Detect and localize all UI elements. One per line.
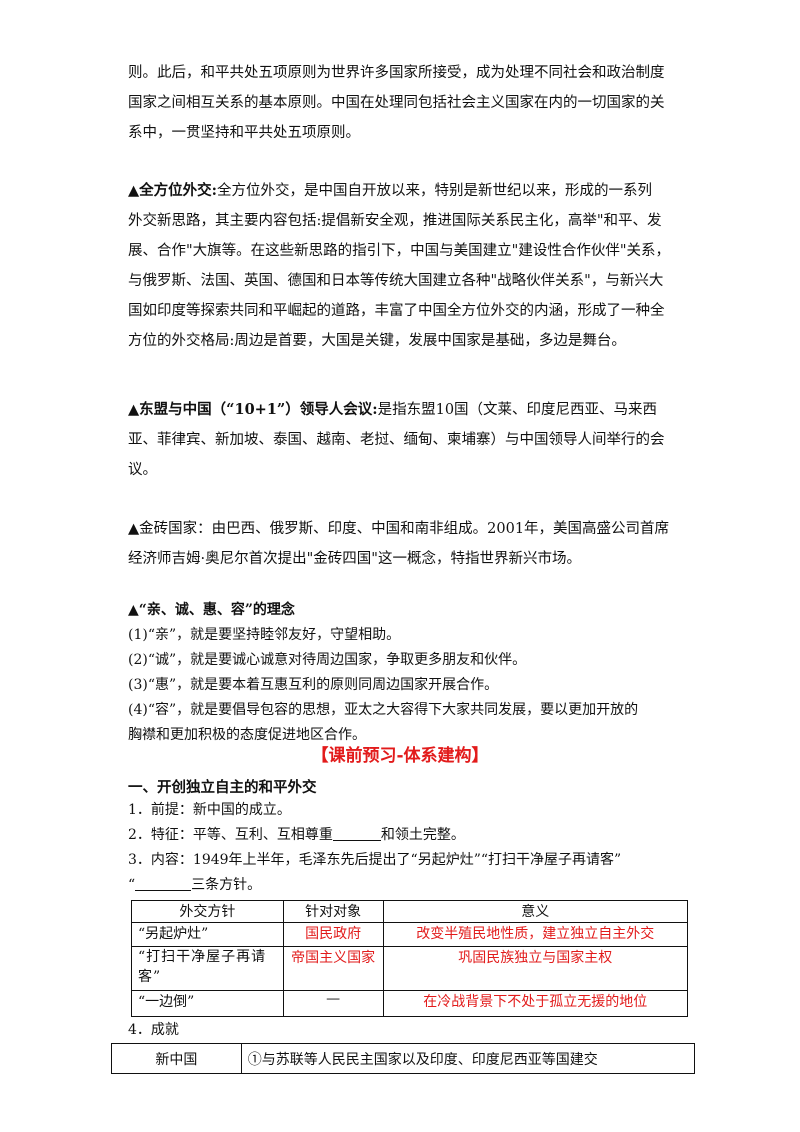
paragraph-five-principles: 则。此后，和平共处五项原则为世界许多国家所接受，成为处理不同社会和政治制度 国家…	[128, 58, 688, 148]
text-line: 国家之间相互关系的基本原则。中国在处理同包括社会主义国家在内的一切国家的关	[128, 95, 665, 111]
paragraph-asean-china: ▲东盟与中国（“10+1”）领导人会议:是指东盟10国（文莱、印度尼西亚、马来西…	[128, 395, 688, 485]
text-line: 方位的外交格局:周边是首要，大国是关键，发展中国家是基础，多边是舞台。	[128, 333, 626, 349]
list-item: 4．成就	[128, 1022, 179, 1038]
fill-in-blank[interactable]	[332, 826, 381, 841]
paragraph-omnidirectional-diplomacy: ▲全方位外交:全方位外交，是中国自开放以来，特别是新世纪以来，形成的一系列 外交…	[128, 176, 688, 356]
list-item: (1)“亲”，就是要坚持睦邻友好，守望相助。	[128, 627, 401, 643]
table-cell-answer: 改变半殖民地性质，建立独立自主外交	[382, 922, 689, 947]
fill-in-blank[interactable]	[135, 876, 192, 891]
table-row: “另起炉灶” 国民政府 改变半殖民地性质，建立独立自主外交	[131, 922, 689, 947]
table-cell: “打扫干净屋子再请客”	[131, 946, 284, 991]
text-line: 是指东盟10国（文莱、印度尼西亚、马来西	[377, 402, 658, 418]
table-cell: —	[282, 990, 384, 1017]
table-cell-answer: 在冷战背景下不处于孤立无援的地位	[382, 990, 689, 1017]
list-item-tail: 和领土完整。	[380, 827, 465, 843]
table-header-row: 外交方针 针对对象 意义	[131, 900, 689, 923]
text-line: 国如印度等探索共同和平崛起的道路，丰富了中国全方位外交的内涵，形成了一种全	[128, 303, 665, 319]
term-heading: ▲全方位外交:	[128, 182, 218, 199]
section1-items: 1．前提：新中国的成立。 2．特征：平等、互利、互相尊重 和领土完整。 3．内容：…	[128, 798, 688, 898]
section-title: 【课前预习-体系建构】	[311, 746, 489, 766]
text-line: ▲金砖国家：由巴西、俄罗斯、印度、中国和南非组成。2001年，美国高盛公司首席	[128, 521, 670, 537]
achievements-table: 新中国 ①与苏联等人民民主国家以及印度、印度尼西亚等国建交	[111, 1043, 696, 1074]
table-cell: 新中国	[111, 1043, 242, 1074]
text-line: 全方位外交，是中国自开放以来，特别是新世纪以来，形成的一系列	[217, 183, 653, 199]
section-heading: 一、开创独立自主的和平外交	[128, 780, 317, 796]
diplomacy-policy-table: 外交方针 针对对象 意义 “另起炉灶” 国民政府 改变半殖民地性质，建立独立自主…	[131, 900, 689, 1017]
list-item-tail: 三条方针。	[191, 877, 262, 893]
table-row: 新中国 ①与苏联等人民民主国家以及印度、印度尼西亚等国建交	[111, 1043, 696, 1074]
table-cell-answer: 帝国主义国家	[282, 946, 384, 991]
quote-mark: “	[128, 877, 136, 893]
table-cell: ①与苏联等人民民主国家以及印度、印度尼西亚等国建交	[240, 1043, 696, 1074]
section1-item4: 4．成就	[128, 1018, 688, 1043]
list-item: (4)“容”，就是要倡导包容的思想，亚太之大容得下大家共同发展，要以更加开放的	[128, 702, 639, 718]
table-row: “一边倒” — 在冷战背景下不处于孤立无援的地位	[131, 990, 689, 1017]
list-item: (3)“惠”，就是要本着互惠互利的原则同周边国家开展合作。	[128, 677, 499, 693]
table-row: “打扫干净屋子再请客” 帝国主义国家 巩固民族独立与国家主权	[131, 946, 689, 991]
term-heading: ▲“亲、诚、惠、容”的理念	[128, 602, 295, 618]
text-line: 系中，一贯坚持和平共处五项原则。	[128, 125, 360, 141]
table-header: 外交方针	[131, 900, 284, 923]
text-line: 展、合作"大旗等。在这些新思路的指引下，中国与美国建立"建设性合作伙伴"关系，	[128, 243, 671, 259]
table-cell-answer: 国民政府	[282, 922, 384, 947]
table-cell: “另起炉灶”	[131, 922, 284, 947]
table-cell: “一边倒”	[131, 990, 284, 1017]
text-line: 亚、菲律宾、新加坡、泰国、越南、老挝、缅甸、柬埔寨）与中国领导人间举行的会	[128, 432, 665, 448]
list-item: 2．特征：平等、互利、互相尊重	[128, 827, 333, 843]
list-item: 3．内容：1949年上半年，毛泽东先后提出了“另起炉灶”“打扫干净屋子再请客”	[128, 852, 622, 868]
text-line: 经济师吉姆·奥尼尔首次提出"金砖四国"这一概念，特指世界新兴市场。	[128, 551, 581, 567]
text-line: 议。	[128, 462, 157, 478]
paragraph-brics: ▲金砖国家：由巴西、俄罗斯、印度、中国和南非组成。2001年，美国高盛公司首席 …	[128, 514, 688, 574]
table-cell-answer: 巩固民族独立与国家主权	[382, 946, 689, 991]
table-header: 意义	[382, 900, 689, 923]
list-item: 1．前提：新中国的成立。	[128, 802, 291, 818]
text-line: 外交新思路，其主要内容包括:提倡新安全观，推进国际关系民主化，高举"和平、发	[128, 213, 662, 229]
list-item: (2)“诚”，就是要诚心诚意对待周边国家，争取更多朋友和伙伴。	[128, 652, 527, 668]
paragraph-principles-list: ▲“亲、诚、惠、容”的理念 (1)“亲”，就是要坚持睦邻友好，守望相助。 (2)…	[128, 598, 688, 748]
term-heading: ▲东盟与中国（“10+1”）领导人会议:	[128, 401, 378, 418]
list-item: 胸襟和更加积极的态度促进地区合作。	[128, 727, 366, 743]
text-line: 与俄罗斯、法国、英国、德国和日本等传统大国建立各种"战略伙伴关系"，与新兴大	[128, 273, 664, 289]
text-line: 则。此后，和平共处五项原则为世界许多国家所接受，成为处理不同社会和政治制度	[128, 65, 665, 81]
table-header: 针对对象	[282, 900, 384, 923]
